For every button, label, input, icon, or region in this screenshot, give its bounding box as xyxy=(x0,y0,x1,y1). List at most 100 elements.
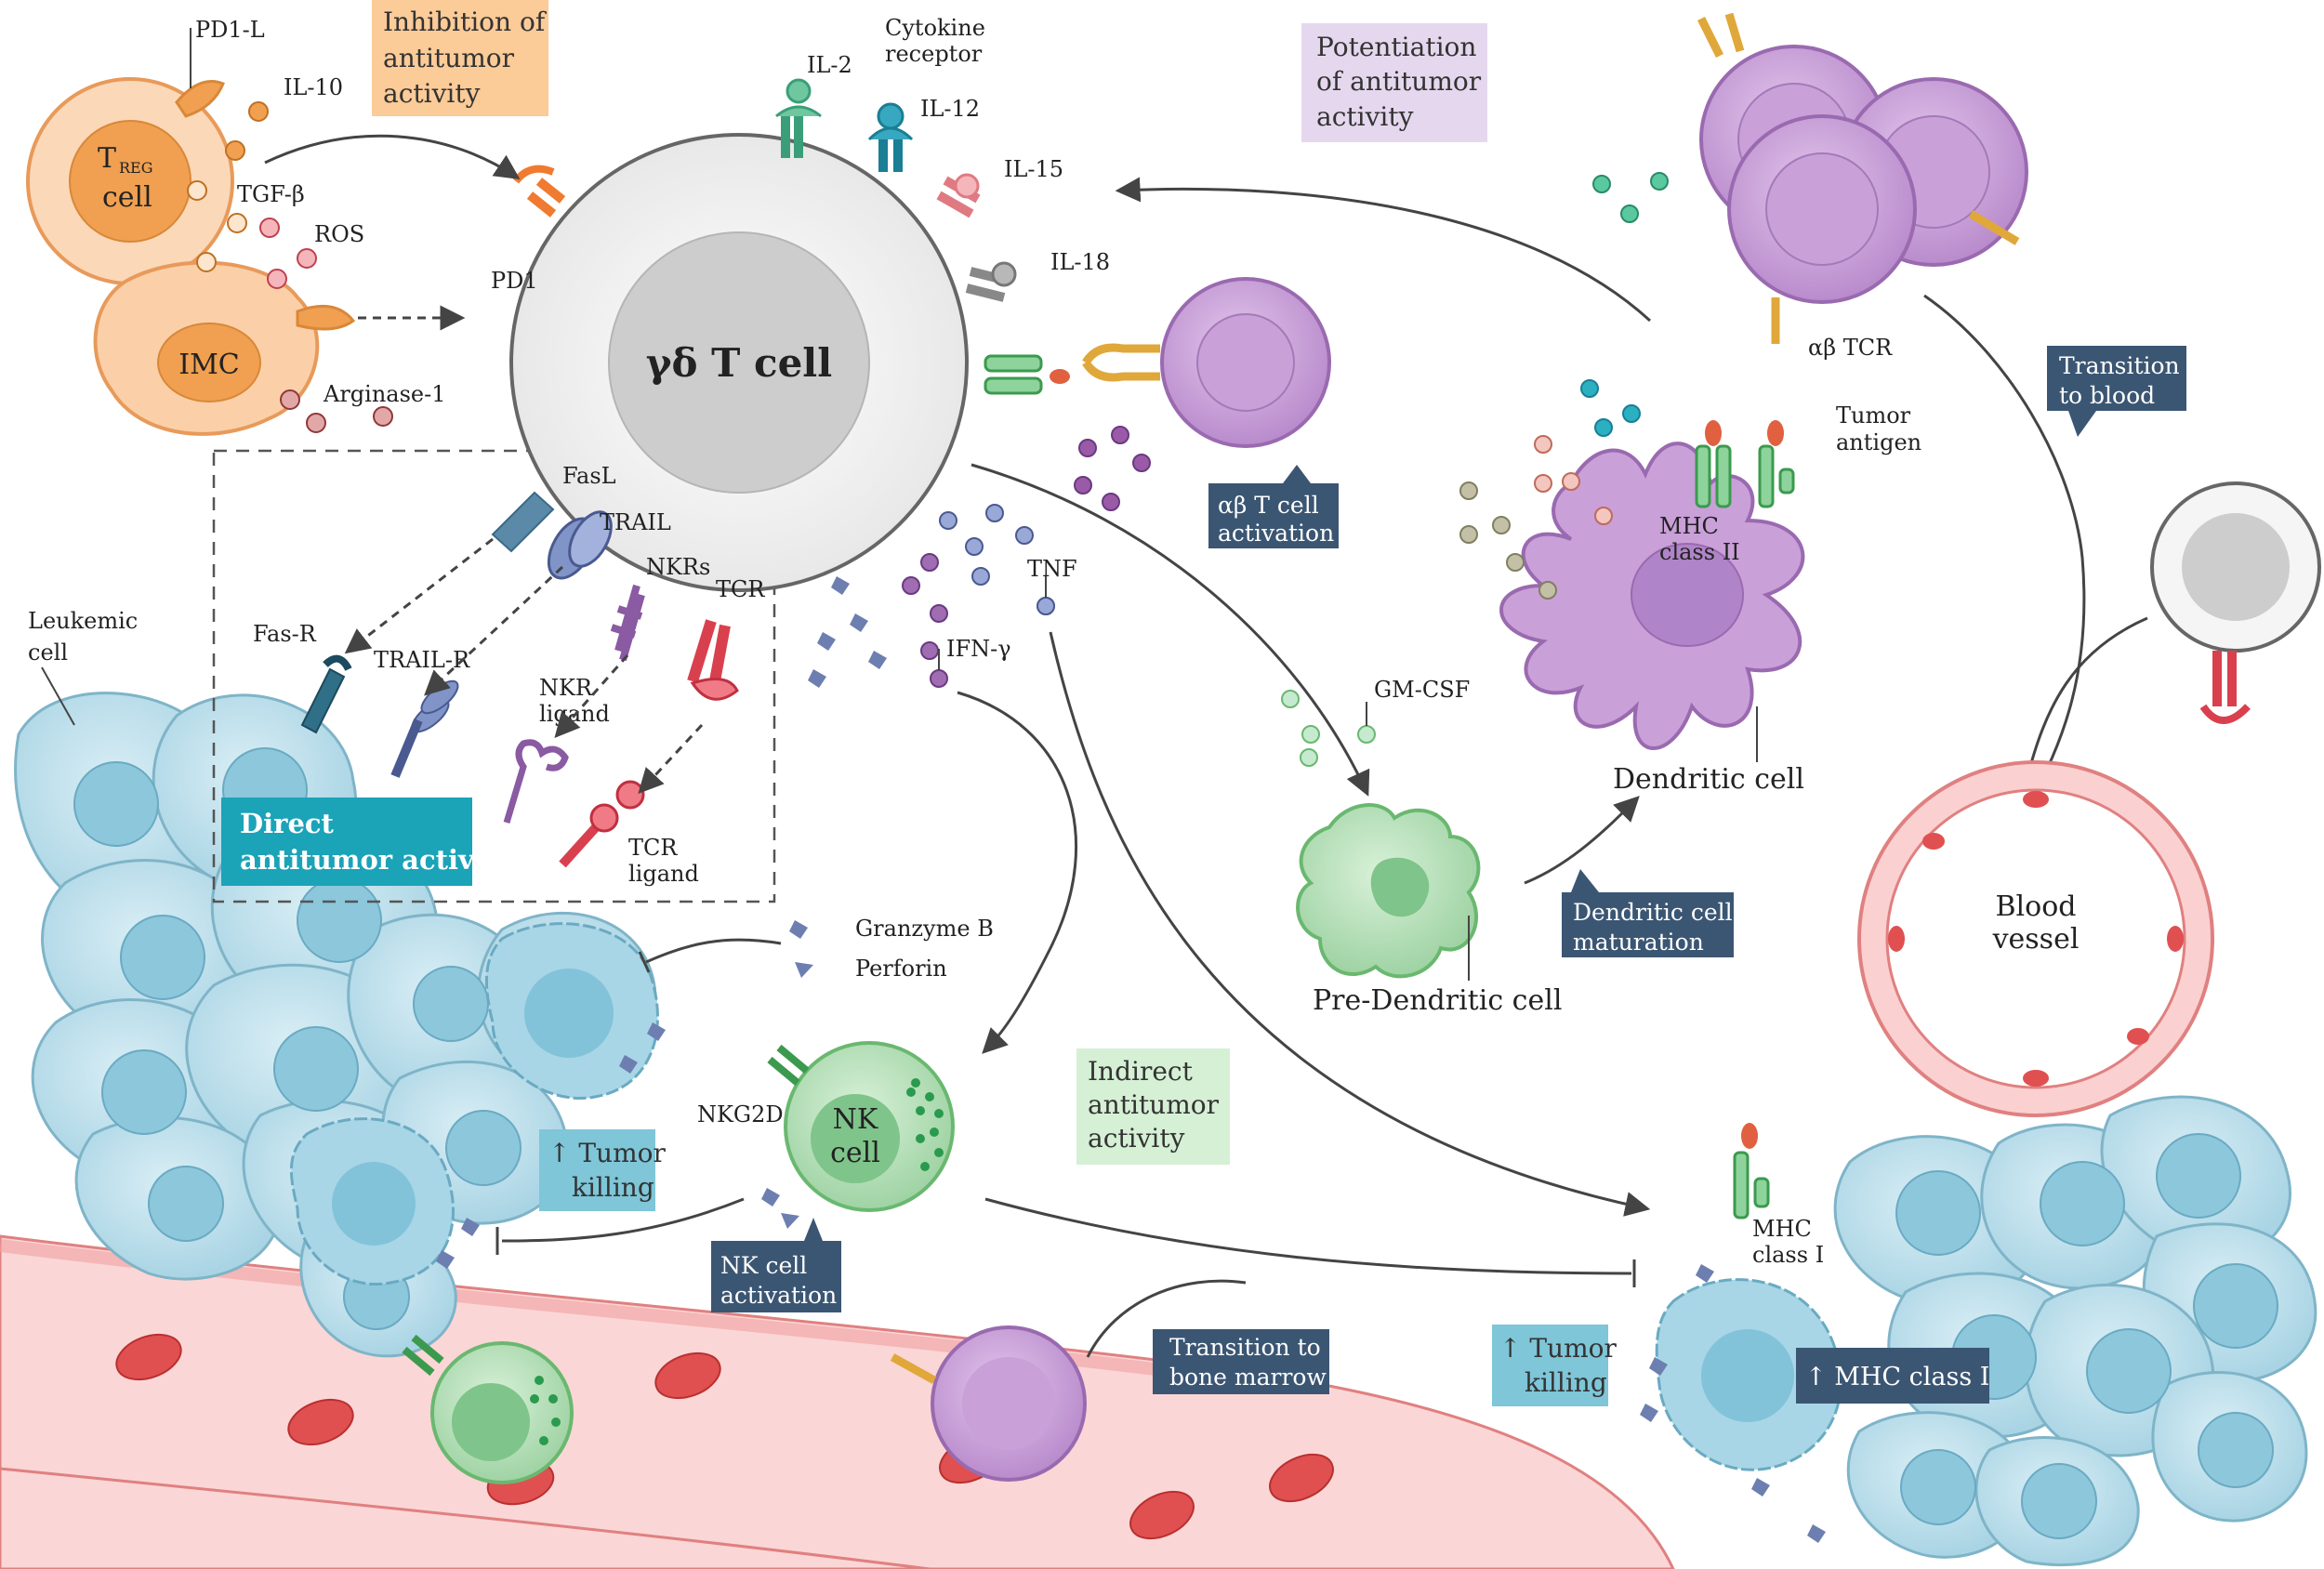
ab-t-cell xyxy=(1082,277,1331,448)
svg-text:killing: killing xyxy=(572,1172,654,1203)
direct-activity-region xyxy=(212,449,776,903)
il2-receptor-icon xyxy=(775,78,822,158)
blood-label-2: vessel xyxy=(1992,923,2080,956)
svg-text:NK cell: NK cell xyxy=(720,1252,807,1279)
tcr-ligand-icon xyxy=(559,780,645,868)
label-il18: IL-18 xyxy=(1050,249,1110,275)
gd-t-cell-small xyxy=(2150,481,2321,724)
svg-text:antitumor: antitumor xyxy=(1088,1089,1220,1120)
svg-text:activity: activity xyxy=(1316,101,1414,132)
svg-text:of antitumor: of antitumor xyxy=(1316,66,1482,97)
label-trail: TRAIL xyxy=(600,509,671,535)
potentiation-box: Potentiation of antitumor activity xyxy=(1301,23,1487,142)
indirect-activity-box: Indirect antitumor activity xyxy=(1076,1048,1230,1165)
imc-cell: IMC xyxy=(93,260,356,436)
imc-label: IMC xyxy=(178,349,240,381)
svg-text:↑ Tumor: ↑ Tumor xyxy=(548,1138,666,1168)
label-perforin: Perforin xyxy=(855,956,947,982)
svg-text:to blood: to blood xyxy=(2059,382,2155,409)
il15-receptor-icon xyxy=(936,173,981,218)
arrow-predendritic-to-dendritic xyxy=(1524,796,1640,885)
label-arginase: Arginase-1 xyxy=(323,381,446,407)
mhc-class-i-icon xyxy=(1733,1123,1770,1220)
svg-text:Direct: Direct xyxy=(240,808,335,839)
svg-text:↑ MHC class I: ↑ MHC class I xyxy=(1805,1363,1989,1391)
svg-text:Potentiation: Potentiation xyxy=(1316,32,1476,62)
label-gmcsf: GM-CSF xyxy=(1374,677,1470,703)
label-trailr: TRAIL-R xyxy=(374,647,470,673)
right-tumor-nuclei xyxy=(1895,1133,2278,1539)
svg-text:maturation: maturation xyxy=(1573,929,1704,956)
perforin-icon xyxy=(795,962,813,978)
dendritic-cell xyxy=(1499,442,1805,750)
arrow-tnf-to-tumor xyxy=(1049,631,1651,1217)
blood-vessel: Blood vessel xyxy=(1857,760,2214,1117)
svg-text:↑ Tumor: ↑ Tumor xyxy=(1499,1333,1617,1364)
il18-receptor-icon xyxy=(965,261,1017,302)
gamma-delta-t-cell: γδ T cell xyxy=(509,133,969,592)
label-nkg2d: NKG2D xyxy=(697,1101,784,1127)
transition-blood-box: Transition to blood xyxy=(2047,346,2186,437)
ab-t-cells-top xyxy=(1697,12,2028,344)
svg-text:αβ T cell: αβ T cell xyxy=(1218,492,1319,519)
arrow-to-blood xyxy=(1923,294,2086,813)
label-nkrs: NKRs xyxy=(646,554,710,580)
svg-text:antitumor activity: antitumor activity xyxy=(240,844,513,876)
label-fasr: Fas-R xyxy=(253,621,317,647)
granzyme-icon xyxy=(789,920,808,939)
label-predendritic: Pre-Dendritic cell xyxy=(1313,984,1562,1017)
ab-secreted xyxy=(1074,426,1151,511)
arrow-gd-to-predendritic xyxy=(971,463,1370,797)
arrow-treg-to-gd xyxy=(264,134,521,179)
svg-text:Dendritic cell: Dendritic cell xyxy=(1573,899,1733,926)
svg-text:Transition: Transition xyxy=(2059,352,2180,379)
label-tcr: TCR xyxy=(716,576,765,602)
direct-activity-arrows xyxy=(344,537,704,794)
leukemic-nuclei xyxy=(73,747,614,1330)
label-mhc2-2: class II xyxy=(1659,539,1740,565)
svg-text:Transition to: Transition to xyxy=(1169,1334,1321,1361)
svg-text:activation: activation xyxy=(1218,520,1334,547)
arrow-ifng-to-nk xyxy=(957,691,1078,1054)
label-ifng: IFN-γ xyxy=(946,636,1011,662)
ab-t-cell-in-vessel xyxy=(890,1325,1087,1482)
svg-text:bone marrow: bone marrow xyxy=(1169,1364,1327,1391)
nk-label-1: NK xyxy=(833,1103,878,1136)
teal-dots-top xyxy=(1592,172,1669,223)
trail-icon xyxy=(547,510,613,580)
treg-cell: T REG cell xyxy=(26,77,234,285)
label-pd1l: PD1-L xyxy=(195,17,265,43)
label-pd1: PD1 xyxy=(491,268,538,294)
dc-maturation-box: Dendritic cell maturation xyxy=(1562,869,1734,957)
nkrs-icon xyxy=(610,584,645,662)
label-il15: IL-15 xyxy=(1004,156,1063,182)
arrow-gd-to-vessel xyxy=(2025,616,2148,782)
label-leukemic-1: Leukemic xyxy=(28,608,138,634)
tcr-icon xyxy=(687,619,739,701)
label-tumor-antigen-1: Tumor xyxy=(1836,402,1911,429)
treg-sub: REG xyxy=(119,159,153,177)
arrow-to-bone-marrow xyxy=(1086,1279,1247,1358)
nkr-ligand-icon xyxy=(503,739,569,824)
gmcsf-dots xyxy=(1281,690,1376,767)
nk-label-2: cell xyxy=(830,1137,880,1169)
nk-activation-box: NK cell activation xyxy=(711,1218,841,1312)
nk-cell-in-vessel xyxy=(402,1334,574,1484)
label-tgfb: TGF-β xyxy=(237,181,305,207)
arrow-to-gd-potentiation xyxy=(1115,177,1652,323)
label-tcr-ligand-2: ligand xyxy=(628,861,699,887)
inhibit-nk-to-leukemic xyxy=(501,1197,745,1243)
label-tnf: TNF xyxy=(1027,556,1077,582)
dc-dots xyxy=(1459,379,1641,600)
dying-tumor-cell xyxy=(289,922,666,1286)
svg-text:Indirect: Indirect xyxy=(1088,1056,1194,1087)
gamma-delta-title: γδ T cell xyxy=(646,340,832,386)
treg-main: T xyxy=(98,142,116,175)
label-ab-tcr: αβ TCR xyxy=(1808,335,1893,361)
label-cytokine-1: Cytokine xyxy=(885,15,985,41)
label-mhc1-2: class I xyxy=(1752,1242,1824,1268)
label-ros: ROS xyxy=(314,221,364,247)
dying-tumor-right xyxy=(1640,1264,1842,1543)
nk-cell: NK cell xyxy=(767,1041,955,1212)
label-nkr-ligand-1: NKR xyxy=(539,675,593,701)
